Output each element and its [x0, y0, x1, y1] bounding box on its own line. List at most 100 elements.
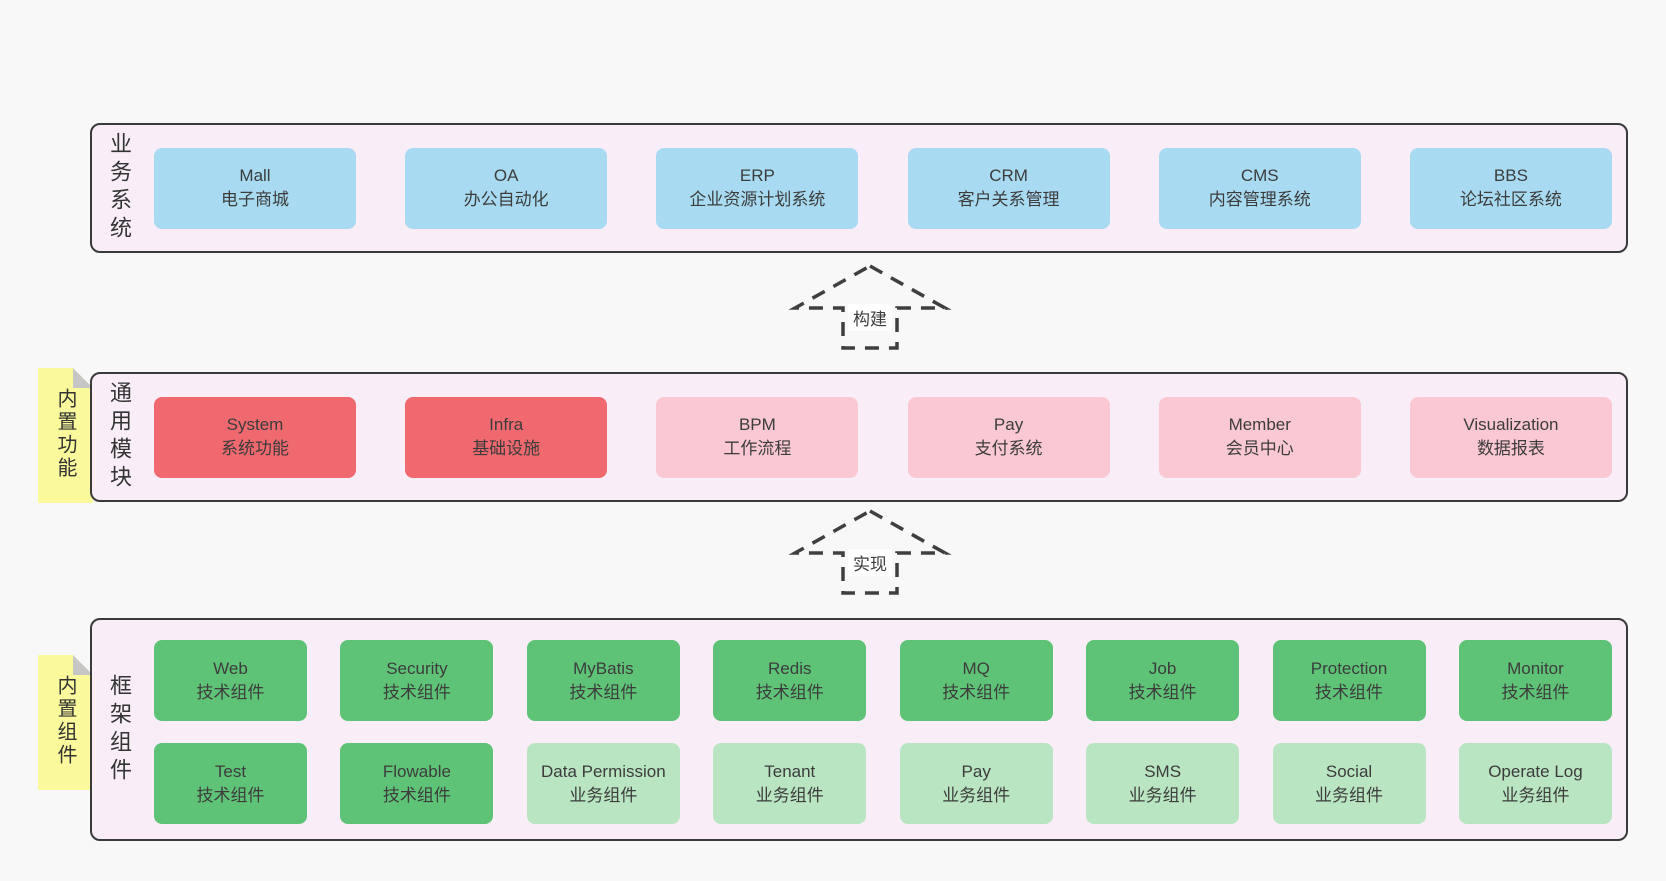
node-subtitle: 企业资源计划系统 [689, 190, 826, 209]
node-subtitle: 技术组件 [382, 785, 451, 805]
node-bbs: BBS 论坛社区系统 [1409, 147, 1612, 229]
arrow-label: 构建 [848, 304, 892, 331]
node-subtitle: 系统功能 [221, 439, 289, 458]
node-flowable: Flowable 技术组件 [340, 743, 494, 824]
framework-row-1: Web 技术组件 Security 技术组件 MyBatis 技术组件 Redi… [154, 640, 1612, 721]
dashed-up-arrow-build: 构建 [785, 260, 955, 352]
node-visualization: Visualization 数据报表 [1409, 396, 1612, 478]
node-title: Monitor [1507, 658, 1564, 678]
node-subtitle: 电子商城 [221, 190, 289, 209]
node-title: Tenant [764, 761, 816, 781]
up-arrow-icon [788, 508, 952, 595]
node-subtitle: 技术组件 [196, 785, 265, 805]
band-business-systems: 业务系统 Mall 电子商城 OA 办公自动化 ERP 企业资源计划系统 CRM… [90, 123, 1628, 253]
node-title: MyBatis [573, 658, 634, 678]
node-infra: Infra 基础设施 [405, 396, 608, 478]
node-pay-component: Pay 业务组件 [899, 743, 1053, 824]
node-subtitle: 业务组件 [755, 785, 824, 805]
node-subtitle: 技术组件 [1128, 682, 1197, 702]
node-subtitle: 技术组件 [382, 682, 451, 702]
node-test: Test 技术组件 [154, 743, 307, 824]
node-subtitle: 数据报表 [1476, 439, 1545, 458]
node-subtitle: 会员中心 [1225, 439, 1294, 458]
node-title: Visualization [1463, 415, 1559, 434]
node-operate-log: Operate Log 业务组件 [1458, 743, 1612, 824]
node-title: Social [1325, 761, 1373, 781]
sticky-note-built-in-components: 内置组件 [38, 655, 93, 790]
node-bpm: BPM 工作流程 [656, 396, 859, 478]
node-tenant: Tenant 业务组件 [713, 743, 867, 824]
node-member: Member 会员中心 [1158, 396, 1361, 478]
node-mq: MQ 技术组件 [899, 640, 1053, 721]
node-title: Flowable [382, 761, 451, 781]
arrow-label: 实现 [848, 549, 892, 576]
node-title: Operate Log [1488, 761, 1583, 781]
node-mybatis: MyBatis 技术组件 [526, 640, 680, 721]
node-subtitle: 业务组件 [1128, 785, 1197, 805]
node-mall: Mall 电子商城 [154, 147, 356, 229]
node-title: Protection [1310, 658, 1388, 678]
node-pay-system: Pay 支付系统 [907, 396, 1110, 478]
node-subtitle: 客户关系管理 [957, 190, 1060, 209]
band-label: 框架组件 [107, 673, 132, 786]
node-oa: OA 办公自动化 [405, 147, 608, 229]
node-job: Job 技术组件 [1086, 640, 1240, 721]
node-title: Member [1228, 415, 1291, 434]
node-title: System [226, 415, 284, 434]
node-monitor: Monitor 技术组件 [1458, 640, 1612, 721]
node-title: BBS [1493, 166, 1528, 185]
node-title: ERP [739, 166, 775, 185]
sticky-note-label: 内置组件 [54, 675, 76, 767]
node-subtitle: 技术组件 [196, 682, 265, 702]
node-subtitle: 业务组件 [1315, 785, 1384, 805]
common-modules-row: System 系统功能 Infra 基础设施 BPM 工作流程 Pay 支付系统… [154, 374, 1612, 500]
node-subtitle: 支付系统 [974, 439, 1043, 458]
node-subtitle: 业务组件 [942, 785, 1011, 805]
node-subtitle: 技术组件 [1315, 682, 1384, 702]
node-title: Job [1148, 658, 1177, 678]
node-security: Security 技术组件 [340, 640, 494, 721]
node-title: Pay [993, 415, 1024, 434]
node-subtitle: 基础设施 [472, 439, 541, 458]
framework-components-grid: Web 技术组件 Security 技术组件 MyBatis 技术组件 Redi… [154, 640, 1612, 824]
node-title: SMS [1144, 761, 1182, 781]
framework-row-2: Test 技术组件 Flowable 技术组件 Data Permission … [154, 743, 1612, 824]
node-subtitle: 技术组件 [569, 682, 638, 702]
node-system: System 系统功能 [154, 396, 356, 478]
node-subtitle: 业务组件 [1501, 785, 1570, 805]
node-title: Web [213, 658, 248, 678]
node-title: CRM [989, 166, 1028, 185]
node-title: Security [386, 658, 448, 678]
node-title: Data Permission [540, 761, 666, 781]
node-title: Test [214, 761, 247, 781]
band-label: 通用模块 [107, 381, 132, 493]
node-subtitle: 办公自动化 [463, 190, 549, 209]
node-protection: Protection 技术组件 [1272, 640, 1426, 721]
node-title: MQ [962, 658, 990, 678]
node-cms: CMS 内容管理系统 [1158, 147, 1361, 229]
node-subtitle: 工作流程 [723, 439, 792, 458]
node-subtitle: 技术组件 [1501, 682, 1570, 702]
node-social: Social 业务组件 [1272, 743, 1426, 824]
node-sms: SMS 业务组件 [1086, 743, 1240, 824]
node-title: BPM [738, 415, 776, 434]
node-subtitle: 论坛社区系统 [1459, 190, 1562, 209]
node-redis: Redis 技术组件 [713, 640, 867, 721]
up-arrow-icon [788, 263, 952, 350]
band-label: 业务系统 [107, 132, 132, 244]
node-title: Pay [961, 761, 991, 781]
node-title: Mall [239, 166, 271, 185]
node-erp: ERP 企业资源计划系统 [656, 147, 859, 229]
band-framework-components: 框架组件 Web 技术组件 Security 技术组件 MyBatis 技术组件… [90, 618, 1628, 841]
dashed-up-arrow-implement: 实现 [785, 505, 955, 597]
node-title: CMS [1240, 166, 1279, 185]
node-subtitle: 技术组件 [942, 682, 1011, 702]
business-systems-row: Mall 电子商城 OA 办公自动化 ERP 企业资源计划系统 CRM 客户关系… [154, 125, 1612, 251]
node-subtitle: 业务组件 [569, 785, 638, 805]
node-title: OA [493, 166, 519, 185]
sticky-note-label: 内置功能 [54, 388, 76, 480]
node-title: Redis [768, 658, 812, 678]
node-subtitle: 技术组件 [755, 682, 824, 702]
node-title: Infra [489, 415, 524, 434]
